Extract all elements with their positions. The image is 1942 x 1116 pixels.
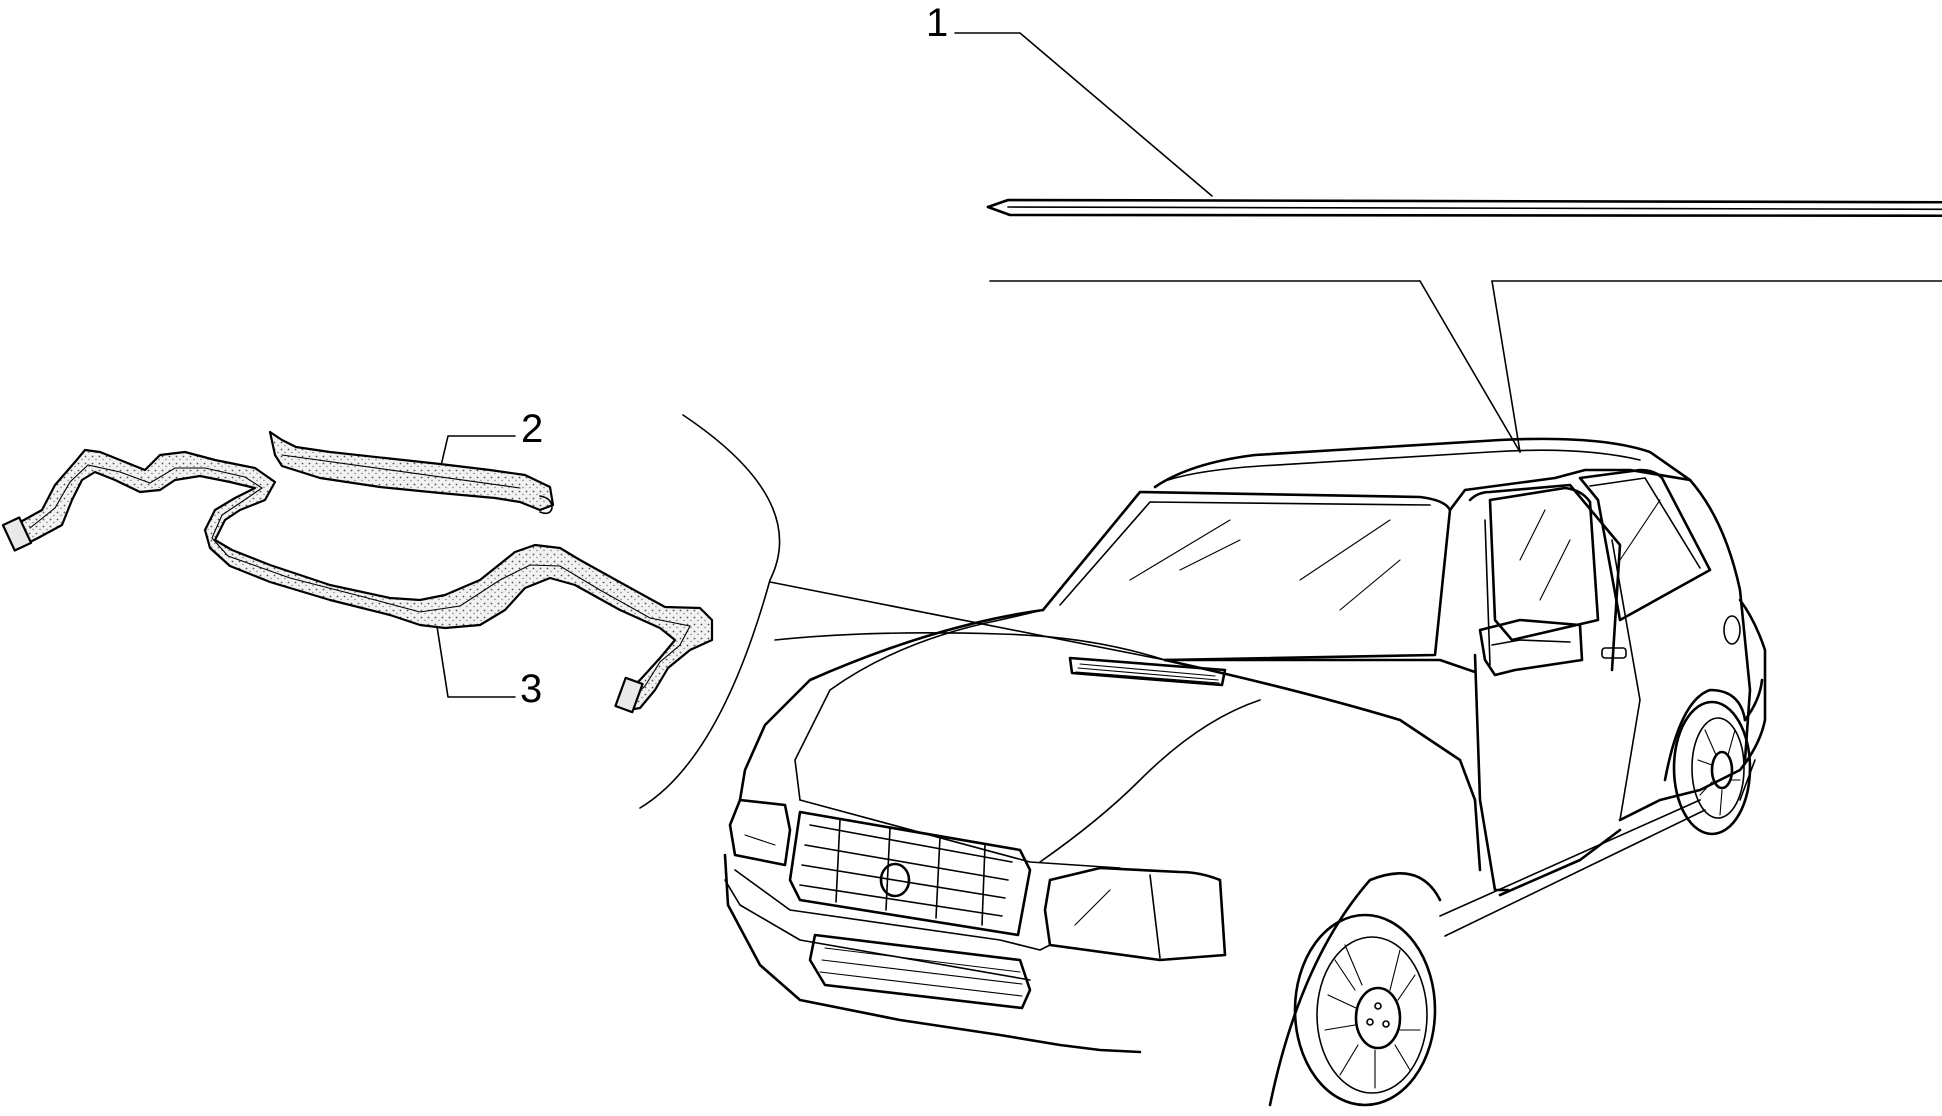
part-3-shaped-seal	[1, 448, 714, 714]
part-2-seal-strip	[268, 430, 555, 515]
grille	[788, 810, 1032, 937]
callout-3-label: 3	[520, 667, 542, 711]
callout-2-label: 2	[521, 407, 543, 451]
hood-leader-lines	[639, 414, 1166, 809]
front-wheel	[1268, 872, 1442, 1107]
hood-vent	[1068, 656, 1227, 687]
callout-1-label: 1	[926, 1, 948, 45]
callout-1[interactable]: 1	[926, 1, 1213, 197]
part-1-roof-moulding	[986, 198, 1942, 218]
car-illustration	[723, 437, 1767, 1107]
roof-leader-lines	[989, 280, 1942, 453]
callout-2[interactable]: 2	[439, 407, 543, 471]
callout-1-leader	[954, 32, 1213, 197]
callout-2-leader	[439, 435, 516, 471]
callout-3-leader	[435, 619, 516, 698]
rear-wheel	[1663, 688, 1752, 836]
callout-3[interactable]: 3	[435, 619, 542, 711]
